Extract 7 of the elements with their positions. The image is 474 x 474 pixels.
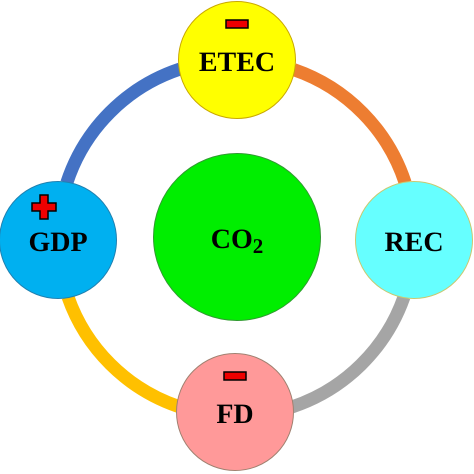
node-label: REC bbox=[384, 229, 444, 257]
connector-arc bbox=[292, 64, 412, 186]
node-label: FD bbox=[216, 401, 254, 429]
connector-arc bbox=[60, 63, 182, 186]
node-label: CO$_{2}$ bbox=[210, 226, 264, 254]
node-label: GDP bbox=[28, 229, 88, 257]
node-label: ETEC bbox=[198, 49, 276, 77]
